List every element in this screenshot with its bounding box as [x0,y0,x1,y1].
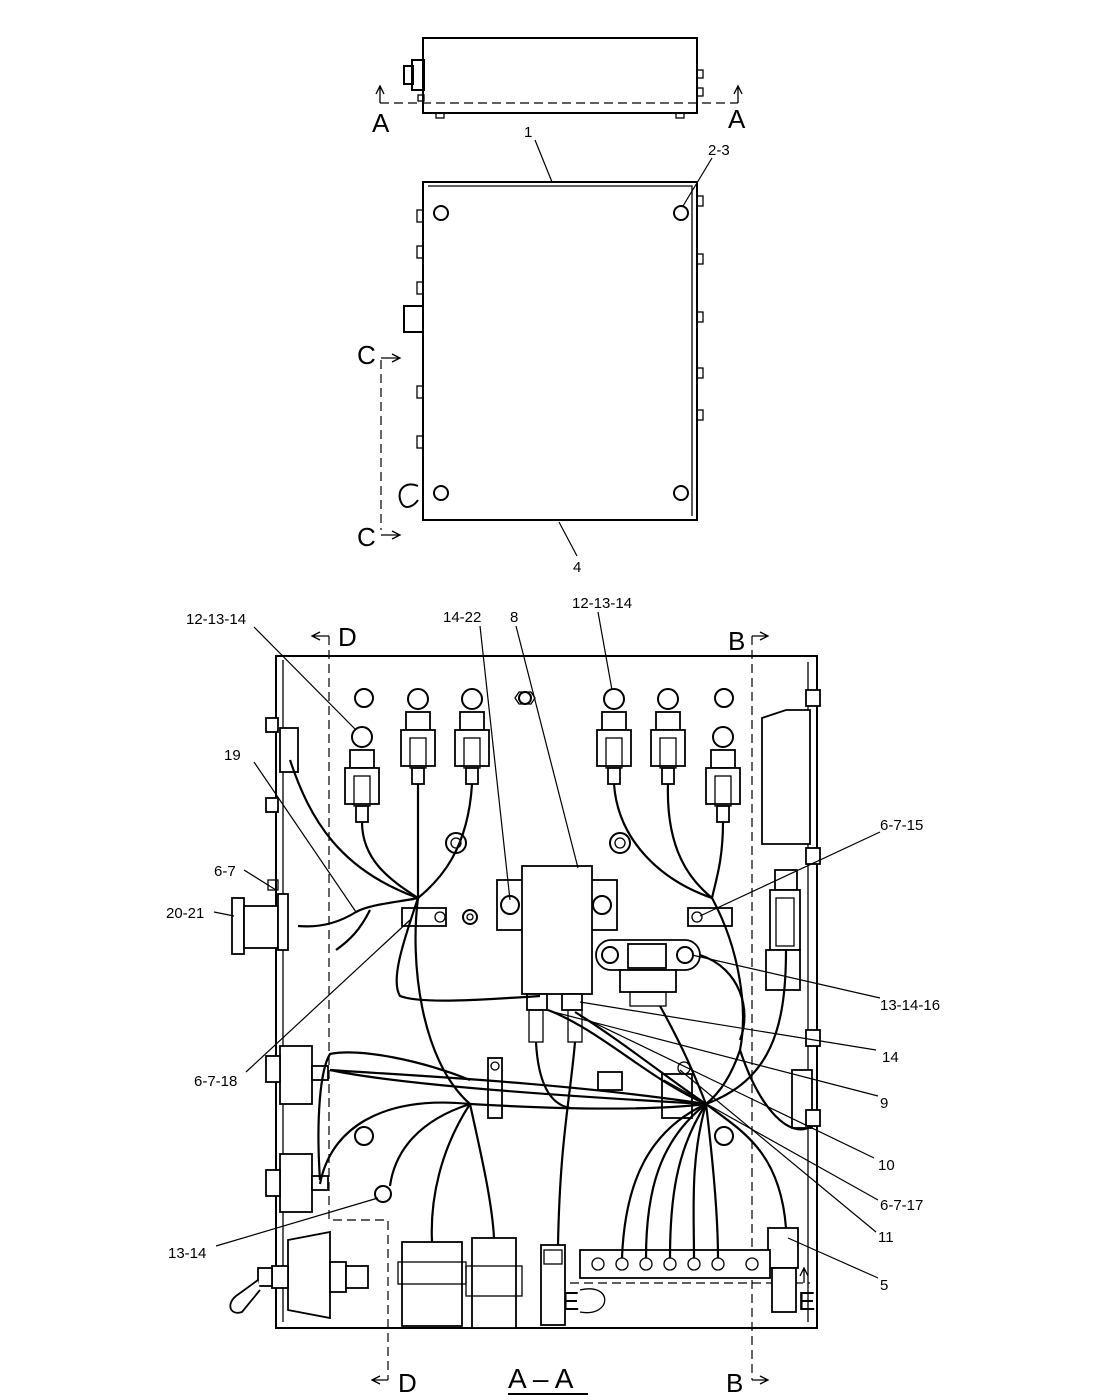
bottom-connectors [397,1227,799,1329]
section-mark-d-bottom: D [398,1368,417,1398]
callout-14-22: 14-22 [443,609,481,626]
section-mark-e-left: E [562,1286,579,1316]
section-title: A – A [508,1363,574,1394]
callout-6-7-15: 6-7-15 [880,817,923,834]
callout-1: 1 [524,124,532,141]
callout-6-7-17: 6-7-17 [880,1197,923,1214]
section-view-a-a: D D B B E E [166,595,940,1398]
callout-4: 4 [573,559,581,576]
callout-2-3: 2-3 [708,142,730,159]
callout-11: 11 [878,1229,894,1246]
section-mark-b-top: B [728,626,745,656]
wiring-harness [288,759,813,1259]
right-side-module [761,689,821,1129]
section-mark-e-right: E [798,1286,815,1316]
terminal-strip [579,1249,771,1279]
callout-20-21: 20-21 [166,905,204,922]
callout-6-7: 6-7 [214,863,236,880]
callout-12-13-14-right: 12-13-14 [572,595,632,612]
callout-14: 14 [882,1049,899,1066]
key-switch [229,1230,369,1320]
section-mark-a-right: A [728,104,746,134]
callout-13-14-16: 13-14-16 [880,997,940,1014]
callout-9: 9 [880,1095,888,1112]
callout-6-7-18: 6-7-18 [194,1073,237,1090]
relay-8 [496,865,618,1043]
callout-5: 5 [880,1277,888,1294]
section-mark-c-top: C [357,340,376,370]
connectors-right-group [596,688,741,823]
section-mark-b-bottom: B [726,1368,743,1398]
callout-13-14: 13-14 [168,1245,206,1262]
connectors-left-group [344,688,490,823]
section-mark-c-bottom: C [357,522,376,552]
left-side-parts [231,717,392,1213]
callout-10: 10 [878,1157,895,1174]
front-view: C C 1 2-3 4 [357,124,730,576]
section-mark-d-top: D [338,622,357,652]
device-13-14-16 [595,939,701,1007]
top-view: A A [372,37,746,138]
callout-12-13-14-left: 12-13-14 [186,611,246,628]
callout-8: 8 [510,609,518,626]
callout-19: 19 [224,747,241,764]
section-mark-a-left: A [372,108,390,138]
